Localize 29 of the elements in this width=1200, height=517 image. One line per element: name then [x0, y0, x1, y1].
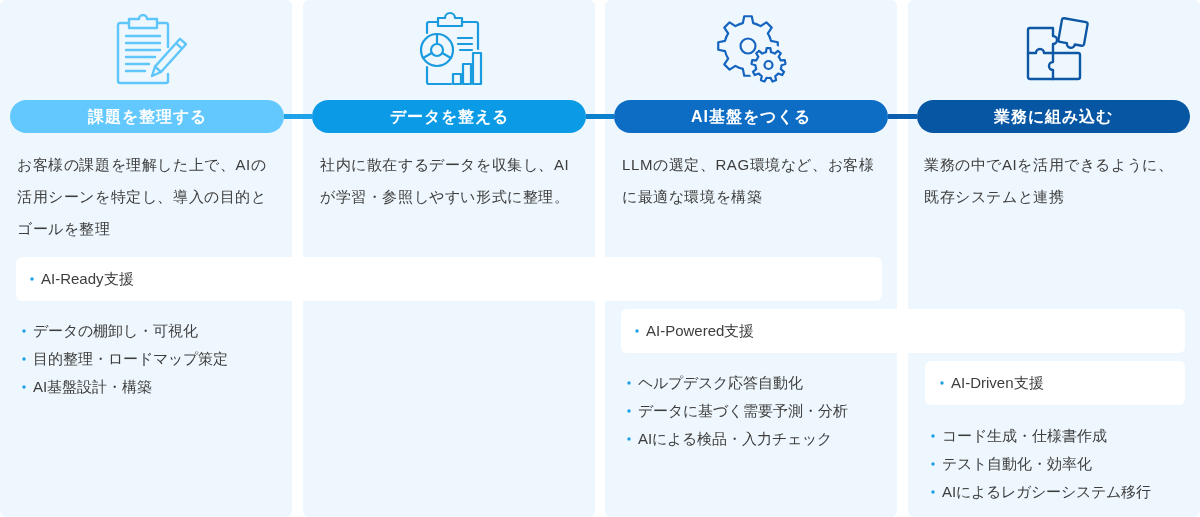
- connector-line: [284, 114, 312, 119]
- description-text: LLMの選定、RAG環境など、お客様に最適な環境を構築: [622, 155, 876, 207]
- support-band: [16, 257, 882, 301]
- list-item-text: AIによるレガシーシステム移行: [942, 482, 1152, 502]
- support-label: AI-Driven支援: [951, 373, 1044, 393]
- connector-line: [888, 114, 917, 119]
- support-label: AI-Powered支援: [646, 321, 755, 341]
- description-text: 業務の中でAIを活用できるように、既存システムと連携: [924, 155, 1175, 207]
- list-item-text: AI基盤設計・構築: [33, 377, 153, 397]
- step-header: 課題を整理する: [10, 100, 284, 133]
- list-item-text: コード生成・仕様書作成: [942, 426, 1107, 446]
- description-text: お客様の課題を理解した上で、AIの活用シーンを特定し、導入の目的とゴールを整理: [17, 155, 268, 239]
- support-band: [925, 361, 1185, 405]
- list-item-text: AIによる検品・入力チェック: [638, 429, 833, 449]
- support-label: AI-Ready支援: [41, 269, 134, 289]
- connector-line: [586, 114, 614, 119]
- step-panel: [0, 0, 292, 517]
- step-panel: [303, 0, 595, 517]
- list-item-text: テスト自動化・効率化: [942, 454, 1092, 474]
- support-band: [621, 309, 1185, 353]
- step-header: AI基盤をつくる: [614, 100, 888, 133]
- step-panel: [908, 0, 1200, 517]
- description-text: 社内に散在するデータを収集し、AIが学習・参照しやすい形式に整理。: [320, 155, 571, 207]
- step-header: データを整える: [312, 100, 586, 133]
- list-item-text: データの棚卸し・可視化: [33, 321, 198, 341]
- list-item-text: データに基づく需要予測・分析: [638, 401, 848, 421]
- step-header: 業務に組み込む: [917, 100, 1190, 133]
- list-item-text: 目的整理・ロードマップ策定: [33, 349, 228, 369]
- list-item-text: ヘルプデスク応答自動化: [638, 373, 803, 393]
